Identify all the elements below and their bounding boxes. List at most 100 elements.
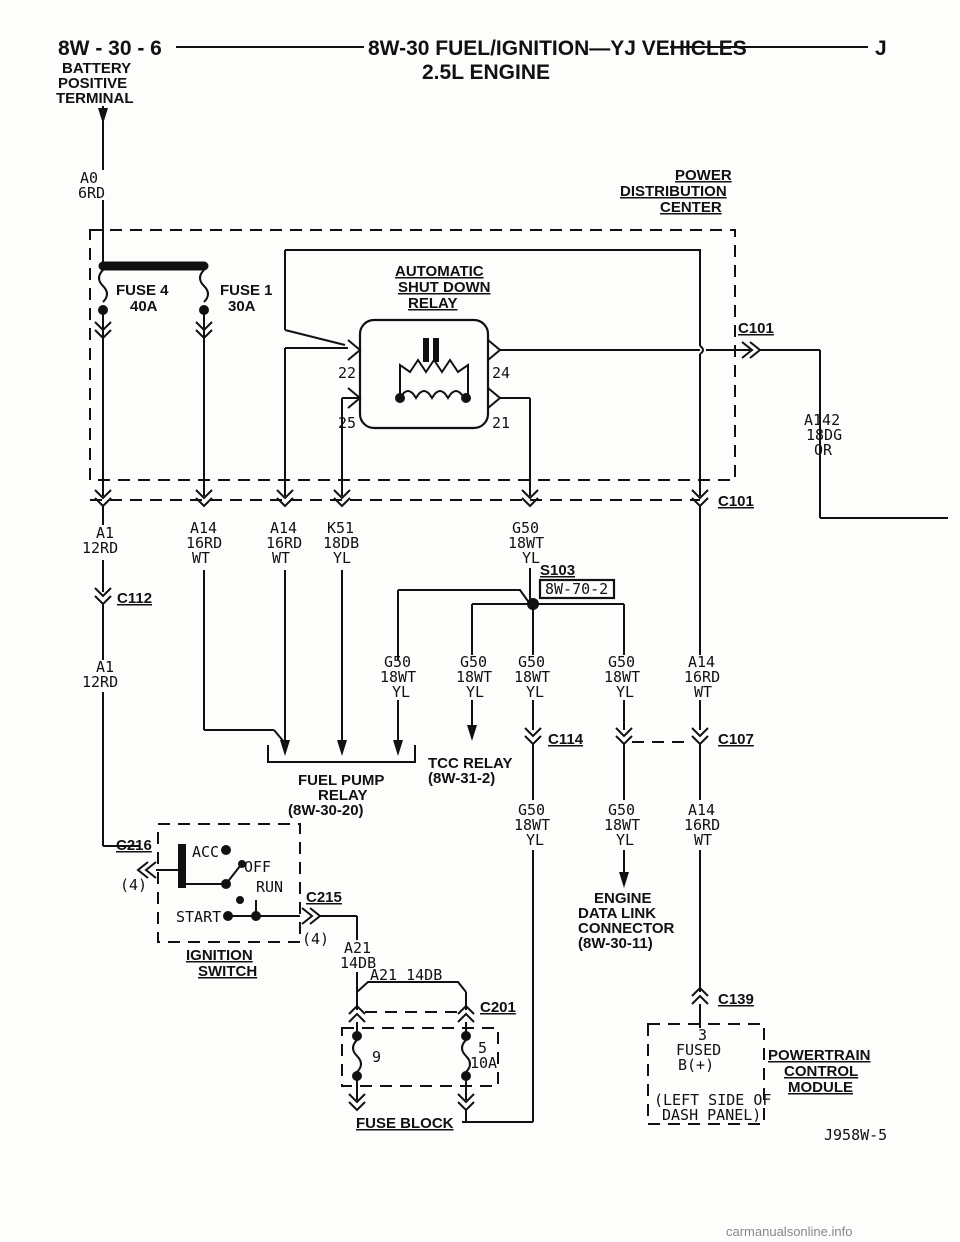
ignition-bus [178, 844, 186, 888]
wire-g50f-color: YL [526, 831, 544, 849]
fuse-4-name: FUSE 4 [116, 282, 169, 299]
wire-a142-color: OR [814, 441, 833, 459]
pin-22-connector-icon [347, 339, 362, 361]
pcm-label-2: CONTROL [784, 1063, 858, 1080]
wire-g50b-gauge: 18WT [380, 668, 416, 686]
edlc-label-1: ENGINE [594, 890, 652, 907]
battery-arrow-icon [98, 108, 108, 124]
fuel-pump-relay-label-3: (8W-30-20) [288, 802, 364, 819]
fuel-pump-relay-bracket [267, 745, 416, 763]
fuse-4-element [98, 269, 108, 303]
wire-a14a-color: WT [192, 549, 210, 567]
wire-k51-color: YL [333, 549, 351, 567]
wire-a14c-gauge: 16RD [684, 668, 720, 686]
fuse-5-label: 5 [478, 1039, 487, 1057]
wire-g50c-code: G50 [460, 653, 487, 671]
wire-k51-gauge: 18DB [323, 534, 359, 552]
wire-a14d-color: WT [694, 831, 712, 849]
fuse-1-amp: 30A [228, 298, 256, 315]
wire-a14b-color: WT [272, 549, 290, 567]
wire-a14c-code: A14 [688, 653, 715, 671]
fuse-9-element [352, 1039, 362, 1073]
tcc-arrow-icon [467, 725, 477, 741]
fuel-pump-relay-label-2: RELAY [318, 787, 367, 804]
connector-c107: C107 [718, 731, 754, 748]
wire-a21-code: A21 [344, 939, 371, 957]
c215-connector-icon [301, 907, 322, 925]
wire-a14c-color: WT [694, 683, 712, 701]
asd-pin-25: 25 [338, 414, 356, 432]
asd-contact-left [423, 338, 429, 362]
asd-feed-wire [285, 249, 701, 346]
splice-reference-box [538, 578, 616, 600]
wire-a0-color: 6RD [78, 184, 105, 202]
pin-24-connector-icon [487, 339, 502, 361]
pcm-box [647, 1023, 765, 1125]
wire-g50d-code: G50 [518, 653, 545, 671]
wire-a1b-color: 12RD [82, 673, 118, 691]
connector-c112: C112 [117, 590, 152, 607]
wire-a142-gauge: 18DG [806, 426, 842, 444]
connector-c101-top: C101 [738, 320, 774, 337]
pcm-fused: FUSED [676, 1041, 721, 1059]
asd-relay-label-1: AUTOMATIC [395, 263, 484, 280]
wire-a142-code: A142 [804, 411, 840, 429]
wire-g50e-color: YL [616, 683, 634, 701]
battery-label-1: BATTERY [62, 60, 131, 77]
connector-c215: C215 [306, 889, 342, 906]
wire-g50a-gauge: 18WT [508, 534, 544, 552]
wire-a14a-gauge: 16RD [186, 534, 222, 552]
ignition-run: RUN [256, 878, 283, 896]
page-subtitle: 2.5L ENGINE [422, 61, 550, 84]
fuse-9-label: 9 [372, 1048, 381, 1066]
asd-contact-right [433, 338, 439, 362]
wire-g50g-gauge: 18WT [604, 816, 640, 834]
wire-g50f-code: G50 [518, 801, 545, 819]
wire-a14b-gauge: 16RD [266, 534, 302, 552]
page-title: 8W-30 FUEL/IGNITION—YJ VEHICLES [368, 37, 747, 60]
tcc-relay-label-2: (8W-31-2) [428, 770, 495, 787]
wire-g50d-color: YL [526, 683, 544, 701]
pin-21-connector-icon [487, 387, 502, 409]
pcm-b-plus: B(+) [678, 1056, 714, 1074]
wire-a1-color: 12RD [82, 539, 118, 557]
fuel-pump-relay-label-1: FUEL PUMP [298, 772, 384, 789]
battery-label-2: POSITIVE [58, 75, 127, 92]
asd-relay-body [358, 318, 490, 430]
asd-pin-21: 21 [492, 414, 510, 432]
fuse-4-amp: 40A [130, 298, 158, 315]
pcm-pin-3: 3 [698, 1026, 707, 1044]
edlc-label-4: (8W-30-11) [578, 935, 653, 952]
wire-a14b-code: A14 [270, 519, 297, 537]
wire-a14a-code: A14 [190, 519, 217, 537]
battery-label-3: TERMINAL [56, 90, 134, 107]
wire-a0-code: A0 [80, 169, 98, 187]
fuse-10a-label: 10A [470, 1054, 497, 1072]
connector-c114: C114 [548, 731, 584, 748]
page-corner-letter: J [875, 37, 887, 60]
asd-resistor [399, 358, 469, 375]
wire-g50c-color: YL [466, 683, 484, 701]
connector-c139: C139 [718, 991, 754, 1008]
figure-id: J958W-5 [824, 1126, 887, 1144]
wire-g50e-code: G50 [608, 653, 635, 671]
asd-relay-label-2: SHUT DOWN [398, 279, 491, 296]
wire-a21-jumper: A21 14DB [370, 966, 442, 984]
pcm-label-3: MODULE [788, 1079, 853, 1096]
wire-g50c-gauge: 18WT [456, 668, 492, 686]
ignition-off: OFF [244, 858, 271, 876]
tcc-relay-label-1: TCC RELAY [428, 755, 512, 772]
ignition-switch-contact [225, 865, 241, 885]
wire-g50b-code: G50 [384, 653, 411, 671]
c139-connector-icon [691, 986, 709, 1005]
wire-g50e-gauge: 18WT [604, 668, 640, 686]
edlc-arrow-icon [619, 872, 629, 888]
fuse-5-element [461, 1039, 471, 1073]
ignition-switch-box [157, 823, 301, 943]
asd-coil [399, 390, 465, 401]
ignition-pin-4-left: (4) [120, 876, 147, 894]
wire-k51-code: K51 [327, 519, 354, 537]
pcm-location-1: (LEFT SIDE OF [654, 1091, 771, 1109]
connector-c101-bottom: C101 [718, 493, 754, 510]
